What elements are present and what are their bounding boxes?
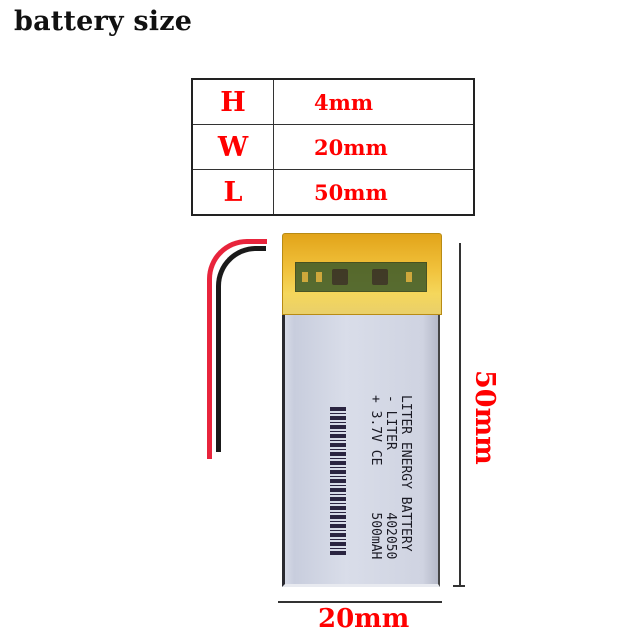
label-line: + 3.7V CE 500mAH bbox=[368, 395, 383, 560]
table-row-width: W 20mm bbox=[191, 124, 475, 170]
pcb-pad bbox=[406, 272, 412, 282]
pcb-chip bbox=[372, 269, 388, 285]
barcode bbox=[330, 407, 346, 557]
length-label: 50mm bbox=[469, 370, 500, 465]
dimension-key: L bbox=[191, 169, 274, 216]
label-line: LITER ENERGY BATTERY bbox=[398, 395, 413, 552]
length-dimension-tick bbox=[453, 585, 465, 587]
dimensions-table: H 4mm W 20mm L 50mm bbox=[191, 78, 475, 216]
width-label: 20mm bbox=[318, 604, 410, 634]
dimension-key: W bbox=[191, 124, 274, 170]
pcb-pad bbox=[302, 272, 308, 282]
pcb-chip bbox=[332, 269, 348, 285]
page-title: battery size bbox=[14, 6, 193, 37]
dimension-key: H bbox=[191, 78, 274, 125]
dimension-value: 50mm bbox=[273, 169, 475, 216]
pcb-pad bbox=[316, 272, 322, 282]
table-row-height: H 4mm bbox=[191, 78, 475, 125]
length-dimension-line bbox=[459, 243, 461, 585]
table-row-length: L 50mm bbox=[191, 169, 475, 216]
label-line: - LITER 402050 bbox=[383, 395, 398, 560]
black-wire bbox=[216, 246, 266, 452]
dimension-value: 4mm bbox=[273, 78, 475, 125]
protection-circuit-board bbox=[295, 262, 427, 292]
kapton-tape bbox=[282, 233, 442, 315]
battery-image: LITER ENERGY BATTERY- LITER 402050+ 3.7V… bbox=[282, 233, 442, 589]
red-wire bbox=[207, 239, 267, 459]
battery-pack: LITER ENERGY BATTERY- LITER 402050+ 3.7V… bbox=[282, 295, 440, 587]
dimension-value: 20mm bbox=[273, 124, 475, 170]
battery-label: LITER ENERGY BATTERY- LITER 402050+ 3.7V… bbox=[368, 395, 413, 635]
width-dimension-line bbox=[278, 601, 442, 603]
